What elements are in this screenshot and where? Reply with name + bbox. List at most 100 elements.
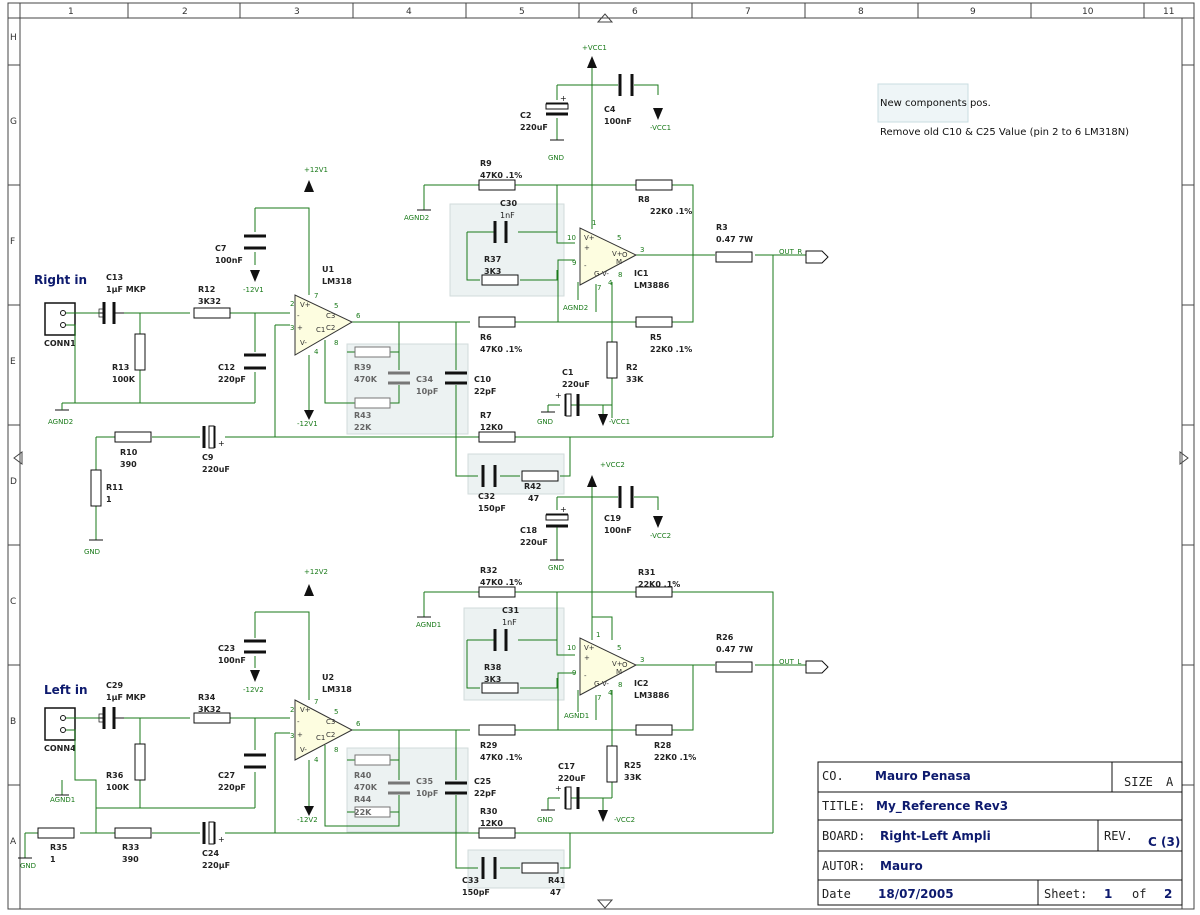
c18-ref: C18: [520, 526, 537, 535]
highlight-r39-r43-c34: [346, 343, 469, 435]
svg-text:5: 5: [334, 302, 338, 310]
r8-ref: R8: [638, 195, 650, 204]
size-value: A: [1166, 775, 1174, 789]
svg-text:3: 3: [640, 656, 644, 664]
ic1-amplifier: [579, 227, 638, 286]
size-label: SIZE: [1124, 775, 1153, 789]
board-label: BOARD:: [822, 829, 865, 843]
r40-ref: R40: [354, 771, 372, 780]
c10-value: 22pF: [474, 387, 496, 396]
svg-text:9: 9: [572, 669, 576, 677]
r36-ref: R36: [106, 771, 124, 780]
svg-text:6: 6: [356, 312, 361, 320]
drawing-frame: 1 2 3 4 5 6 7 8 9 10 11 H G F E D C B A: [7, 2, 1195, 910]
r12-value: 3K32: [198, 297, 221, 306]
svg-text:2: 2: [290, 300, 294, 308]
svg-text:3: 3: [290, 732, 294, 740]
power-pvcc1: +VCC1: [582, 44, 607, 52]
co-value: Mauro Penasa: [875, 769, 971, 783]
note-line-1: New components pos.: [880, 98, 991, 109]
r34-value: 3K32: [198, 705, 221, 714]
r39-value: 470K: [354, 375, 378, 384]
svg-text:-: -: [584, 672, 587, 680]
svg-text:+: +: [560, 505, 567, 514]
revision-notes: New components pos. Remove old C10 & C25…: [877, 83, 1129, 138]
c17-value: 220uF: [558, 774, 586, 783]
svg-text:+: +: [584, 654, 590, 662]
svg-text:+: +: [297, 324, 303, 332]
svg-text:10: 10: [567, 234, 576, 242]
svg-text:4: 4: [314, 348, 319, 356]
c24-ref: C24: [202, 849, 219, 858]
c34-ref: C34: [416, 375, 433, 384]
c29-ref: C29: [106, 681, 123, 690]
r43-ref: R43: [354, 411, 371, 420]
ic2-amplifier: [579, 637, 638, 696]
r32-ref: R32: [480, 566, 497, 575]
svg-text:4: 4: [314, 756, 319, 764]
ic2-value: LM3886: [634, 691, 670, 700]
c33-value: 150pF: [462, 888, 490, 897]
r41-ref: R41: [548, 876, 566, 885]
svg-text:+: +: [584, 244, 590, 252]
r12-ref: R12: [198, 285, 215, 294]
c23-ref: C23: [218, 644, 235, 653]
r25-ref: R25: [624, 761, 642, 770]
svg-text:-: -: [584, 262, 587, 270]
svg-text:V+: V+: [584, 644, 595, 652]
svg-text:9: 9: [572, 259, 576, 267]
autor-value: Mauro: [880, 859, 923, 873]
r37-value: 3K3: [484, 267, 501, 276]
svg-text:2: 2: [290, 706, 294, 714]
rev-label: REV.: [1104, 829, 1133, 843]
of-label: of: [1132, 887, 1146, 901]
col-label-1: 1: [68, 7, 74, 17]
r43-value: 22K: [354, 423, 372, 432]
svg-text:+: +: [560, 94, 567, 103]
power-agnd1-r32: AGND1: [416, 621, 441, 629]
row-label-g: G: [10, 117, 17, 127]
conn4-label: CONN4: [44, 744, 76, 753]
r39-ref: R39: [354, 363, 372, 372]
r10-ref: R10: [120, 448, 138, 457]
r36-value: 100K: [106, 783, 130, 792]
svg-text:1: 1: [592, 219, 596, 227]
c1-value: 220uF: [562, 380, 590, 389]
r13-value: 100K: [112, 375, 136, 384]
r26-ref: R26: [716, 633, 734, 642]
u2-opamp: [294, 699, 354, 761]
u1-opamp: [294, 294, 354, 356]
svg-text:O: O: [622, 251, 628, 259]
c33-ref: C33: [462, 876, 479, 885]
power-m12v1-c7: -12V1: [243, 286, 264, 294]
col-label-10: 10: [1082, 7, 1094, 17]
left-in-label: Left in: [44, 683, 88, 697]
r2-value: 33K: [626, 375, 644, 384]
conn1-connector: [44, 302, 76, 336]
r38-value: 3K3: [484, 675, 501, 684]
row-label-d: D: [10, 477, 17, 487]
board-value: Right-Left Ampli: [880, 829, 991, 843]
title-block: CO. Mauro Penasa SIZE A TITLE: My_Refere…: [817, 761, 1183, 906]
r33-ref: R33: [122, 843, 139, 852]
svg-text:8: 8: [618, 681, 622, 689]
col-label-9: 9: [970, 7, 976, 17]
c25-ref: C25: [474, 777, 491, 786]
r10-value: 390: [120, 460, 137, 469]
c7-value: 100nF: [215, 256, 243, 265]
svg-text:7: 7: [314, 698, 318, 706]
row-label-a: A: [10, 837, 17, 847]
r35-value: 1: [50, 855, 56, 864]
r31-value: 22K0 .1%: [638, 580, 680, 589]
c13-ref: C13: [106, 273, 123, 282]
r6-value: 47K0 .1%: [480, 345, 522, 354]
u2-value: LM318: [322, 685, 352, 694]
c27-ref: C27: [218, 771, 235, 780]
svg-text:C1: C1: [316, 734, 325, 742]
svg-text:C2: C2: [326, 731, 335, 739]
c35-ref: C35: [416, 777, 433, 786]
out-r-label: OUT_R: [779, 248, 802, 256]
c9-value: 220uF: [202, 465, 230, 474]
r33-value: 390: [122, 855, 139, 864]
